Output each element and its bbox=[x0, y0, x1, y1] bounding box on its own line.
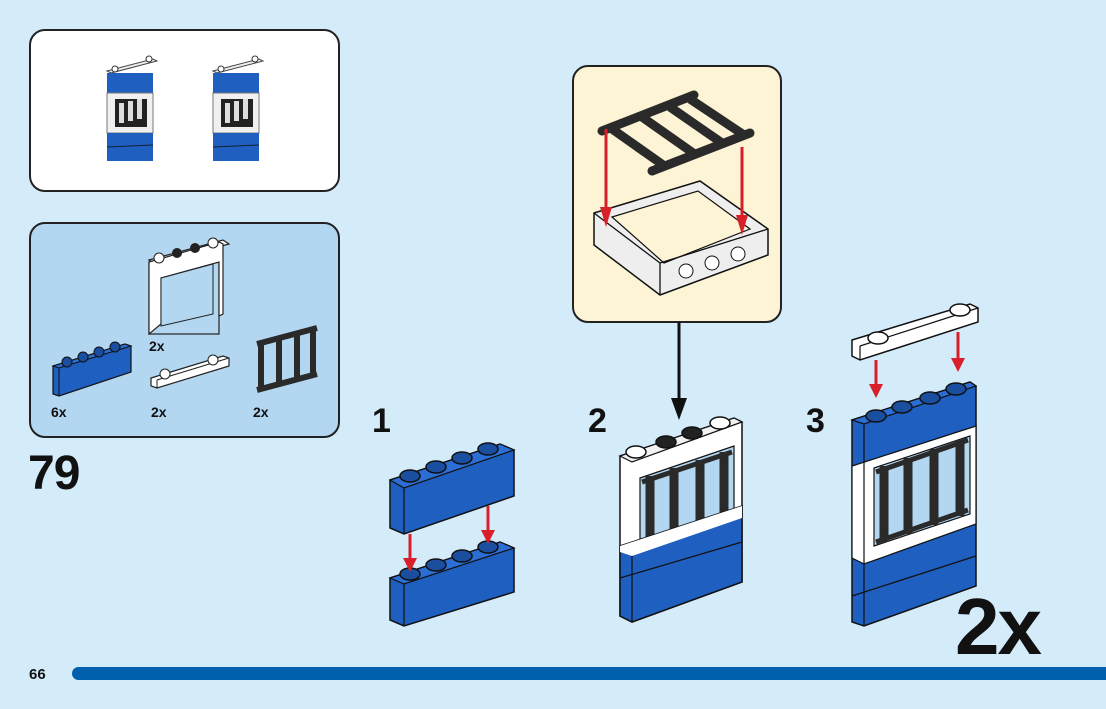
window-frame-sub-image bbox=[593, 180, 769, 296]
result-panel bbox=[29, 29, 340, 192]
step-1-image bbox=[388, 442, 516, 627]
step-label-2: 2 bbox=[588, 402, 607, 440]
sub-assembly-panel bbox=[572, 65, 782, 323]
window-assembly-image-1 bbox=[105, 55, 159, 161]
window-bars-sub-image bbox=[597, 90, 755, 176]
connector-arrow bbox=[671, 322, 687, 420]
step-3-image bbox=[850, 303, 979, 627]
step-label-3: 3 bbox=[806, 402, 825, 440]
window-frame-part-image bbox=[147, 237, 231, 336]
page-number: 66 bbox=[29, 666, 46, 683]
white-plate-part-image bbox=[150, 354, 230, 389]
page-bar bbox=[72, 667, 1106, 680]
red-arrow-right bbox=[736, 147, 748, 235]
window-bars-part-image bbox=[256, 325, 318, 393]
step-2-image bbox=[618, 416, 744, 623]
window-assembly-image-2 bbox=[211, 55, 265, 161]
window-frame-quantity: 2x bbox=[149, 338, 165, 354]
white-plate-quantity: 2x bbox=[151, 404, 167, 420]
red-arrow-left bbox=[600, 129, 612, 227]
window-bars-quantity: 2x bbox=[253, 404, 269, 420]
step-number: 79 bbox=[28, 447, 80, 500]
multiplier-label: 2x bbox=[955, 582, 1042, 671]
parts-list-panel: 2x 6x 2x 2x bbox=[29, 222, 340, 438]
step-label-1: 1 bbox=[372, 402, 391, 440]
blue-brick-quantity: 6x bbox=[51, 404, 67, 420]
blue-brick-part-image bbox=[51, 341, 133, 397]
